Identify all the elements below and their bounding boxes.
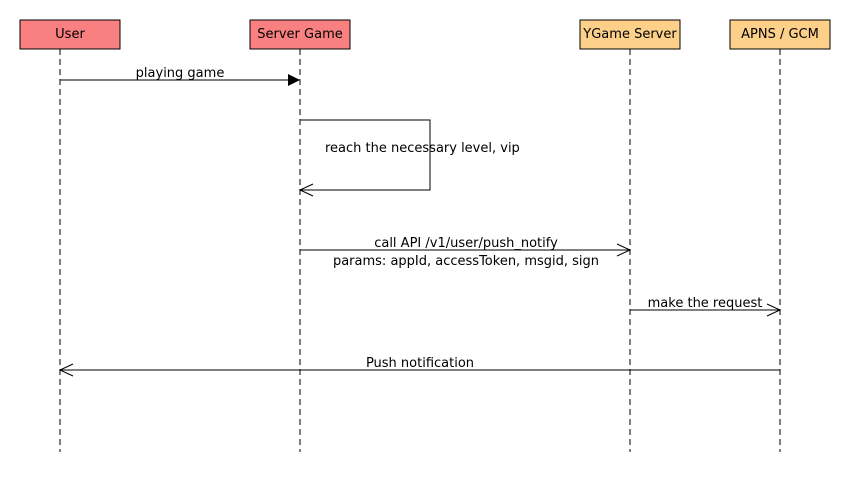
arrowhead-filled-icon <box>288 74 300 86</box>
participant-ygame-server: YGame Server <box>579 19 681 50</box>
arrowhead-open-icon <box>616 243 632 257</box>
arrowhead-open-icon <box>298 183 314 197</box>
message-make-request: make the request <box>630 296 782 317</box>
message-self-reach-level: reach the necessary level, vip <box>298 119 520 197</box>
participant-user-label: User <box>55 27 85 42</box>
participant-ygame-server-box <box>579 19 681 50</box>
participant-apns-gcm-box <box>729 19 831 50</box>
participant-server-game-label: Server Game <box>257 27 342 42</box>
message-label: make the request <box>648 296 763 311</box>
message-label: reach the necessary level, vip <box>325 141 520 156</box>
participant-apns-gcm-label: APNS / GCM <box>741 27 819 42</box>
arrowhead-open-icon <box>58 363 74 377</box>
message-call-api: call API /v1/user/push_notify params: ap… <box>300 236 632 269</box>
message-label: Push notification <box>366 356 474 371</box>
participant-server-game: Server Game <box>249 19 351 50</box>
message-label: playing game <box>136 66 225 81</box>
participant-user: User <box>19 19 121 50</box>
self-call-line <box>300 119 431 191</box>
participant-apns-gcm: APNS / GCM <box>729 19 831 50</box>
message-push-notification: Push notification <box>58 356 780 377</box>
message-label-params: params: appId, accessToken, msgid, sign <box>333 254 599 269</box>
participant-server-game-box <box>249 19 351 50</box>
participant-ygame-server-label: YGame Server <box>582 27 677 42</box>
arrowhead-open-icon <box>766 303 782 317</box>
participant-user-box <box>19 19 121 50</box>
message-label: call API /v1/user/push_notify <box>374 236 558 251</box>
message-playing-game: playing game <box>60 66 300 86</box>
